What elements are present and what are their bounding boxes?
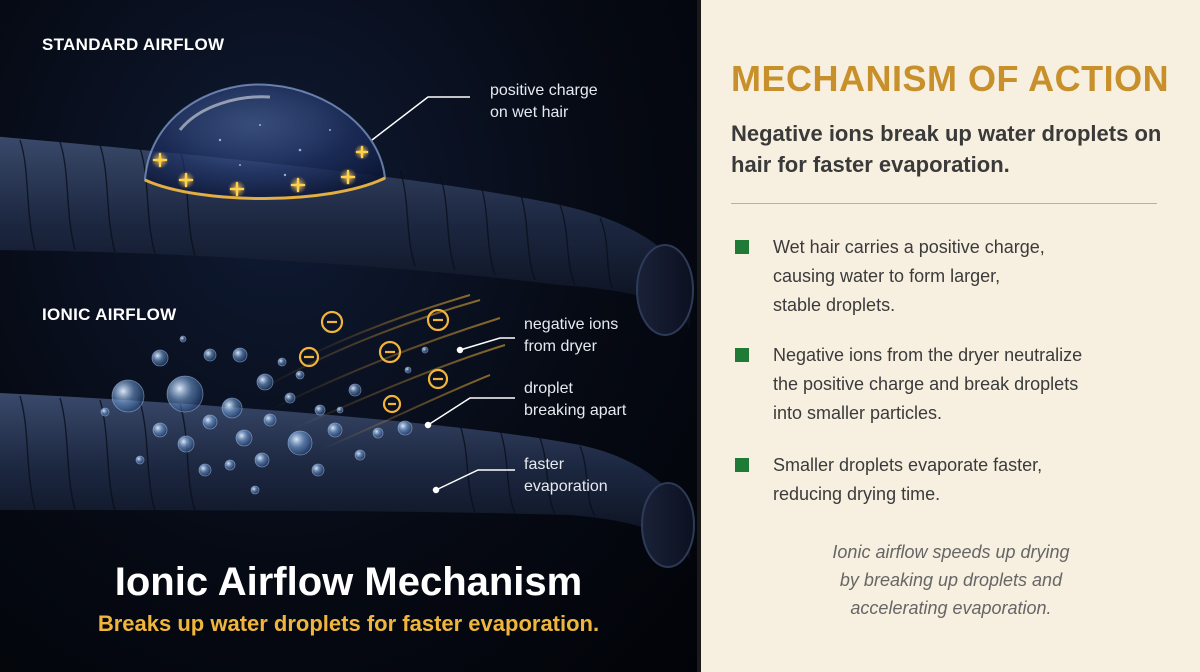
callout-negative-ions: negative ions from dryer (524, 314, 618, 358)
plus-charge-icon (151, 144, 370, 198)
bullet-line: into smaller particles. (773, 403, 943, 423)
bullet-line: Smaller droplets evaporate faster, (773, 455, 1043, 475)
large-water-droplet (143, 83, 387, 200)
callout-droplet-breaking: droplet breaking apart (524, 378, 626, 422)
callout-text-line: on wet hair (490, 104, 569, 121)
ion-airflow-streaks (259, 294, 506, 451)
bullet-square-icon (735, 240, 749, 254)
note-line: accelerating evaporation. (850, 598, 1052, 618)
bullet-line: the positive charge and break droplets (773, 374, 1079, 394)
callout-text-line: positive charge (490, 82, 598, 99)
small-water-droplets (100, 335, 429, 495)
bullet-square-icon (735, 458, 749, 472)
illustration-subtitle: Breaks up water droplets for faster evap… (97, 611, 600, 636)
bullet-line: causing water to form larger, (773, 266, 1001, 286)
bullet-line: Wet hair carries a positive charge, (773, 237, 1045, 257)
bullet-text: Negative ions from the dryer neutralize … (773, 341, 1173, 428)
explanation-panel: MECHANISM OF ACTION Negative ions break … (701, 0, 1200, 672)
callout-text-line: evaporation (524, 478, 608, 495)
mechanism-lead: Negative ions break up water droplets on… (731, 121, 1162, 177)
illustration-panel: STANDARD AIRFLOW IONIC AIRFLOW positive … (0, 0, 697, 672)
bullet-line: Negative ions from the dryer neutralize (773, 345, 1083, 365)
bullet-square-icon (735, 348, 749, 362)
mechanism-heading: MECHANISM OF ACTION (731, 58, 1170, 99)
callout-text-line: negative ions (524, 316, 619, 333)
note-line: by breaking up droplets and (839, 570, 1063, 590)
callout-positive-charge: positive charge on wet hair (490, 80, 598, 124)
note-line: Ionic airflow speeds up drying (832, 542, 1070, 562)
bullet-text: Smaller droplets evaporate faster, reduc… (773, 451, 1173, 509)
hair-strand-bottom (0, 392, 695, 568)
callout-faster-evaporation: faster evaporation (524, 454, 608, 498)
minus-charge-icon (298, 308, 450, 414)
callout-text-line: faster (524, 456, 565, 473)
callout-line-positive (371, 96, 470, 141)
bullet-line: stable droplets. (773, 295, 896, 315)
callout-lines-ionic (424, 337, 515, 494)
section-divider (731, 203, 1157, 204)
panel-divider (697, 0, 701, 672)
callout-text-line: breaking apart (524, 402, 627, 419)
hair-illustration (0, 83, 695, 568)
summary-note: Ionic airflow speeds up drying by breaki… (731, 538, 1171, 622)
callout-text-line: from dryer (524, 338, 597, 355)
bullet-line: reducing drying time. (773, 484, 941, 504)
illustration-title: Ionic Airflow Mechanism (114, 560, 583, 604)
callout-text-line: droplet (524, 380, 573, 397)
bullet-text: Wet hair carries a positive charge, caus… (773, 233, 1173, 320)
standard-airflow-label: STANDARD AIRFLOW (42, 35, 225, 54)
ionic-airflow-label: IONIC AIRFLOW (42, 305, 177, 324)
